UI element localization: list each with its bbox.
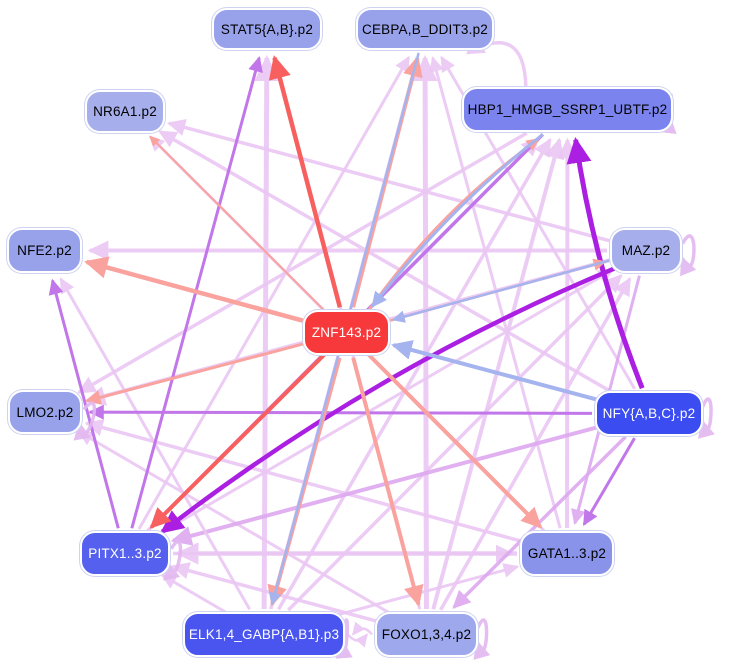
node-label-nfe2: NFE2.p2: [17, 243, 72, 258]
node-label-znf143: ZNF143.p2: [311, 325, 382, 340]
edge-elk-pitx: [160, 573, 226, 614]
edge-elk-hbp1: [277, 137, 552, 611]
node-lmo2[interactable]: LMO2.p2: [8, 390, 82, 434]
node-label-pitx: PITX1..3.p2: [88, 546, 162, 561]
edge-znf143-nfe2: [84, 256, 306, 324]
edge-znf143-gata: [367, 353, 543, 529]
node-nfy[interactable]: NFY{A,B,C}.p2: [595, 391, 703, 436]
edge-znf143-foxo: [351, 357, 424, 607]
edge-nfy-lmo2: [88, 404, 593, 420]
node-label-gata: GATA1..3.p2: [527, 546, 607, 561]
edge-hbp1-znf143: [371, 133, 544, 308]
edge-znf143-stat5: [268, 55, 343, 308]
self-loop-foxo: [473, 618, 491, 660]
node-cebpa[interactable]: CEBPA,B_DDIT3.p2: [356, 8, 494, 50]
self-loop-pitx: [163, 540, 183, 581]
node-label-stat5: STAT5{A,B}.p2: [220, 21, 314, 37]
node-stat5[interactable]: STAT5{A,B}.p2: [212, 8, 322, 50]
self-loop-elk: [335, 618, 353, 659]
node-label-nfy: NFY{A,B,C}.p2: [602, 406, 696, 421]
self-loop-maz: [680, 234, 697, 277]
edge-pitx-cebpa: [137, 55, 411, 530]
edge-hbp1-lmo2: [77, 131, 528, 394]
node-label-nr6a1: NR6A1.p2: [93, 104, 157, 119]
edge-znf143-nr6a1: [149, 135, 325, 311]
edge-foxo-cebpa: [412, 55, 438, 610]
edge-elk-stat5: [254, 54, 280, 610]
edge-nfy-nr6a1: [158, 130, 615, 395]
node-gata[interactable]: GATA1..3.p2: [520, 531, 614, 576]
edge-maz-znf143: [391, 259, 611, 323]
node-foxo[interactable]: FOXO1,3,4.p2: [375, 612, 478, 657]
self-loop-lmo2: [73, 401, 97, 441]
node-label-lmo2: LMO2.p2: [16, 404, 74, 420]
node-nr6a1[interactable]: NR6A1.p2: [85, 90, 165, 133]
node-label-hbp1: HBP1_HMGB_SSRP1_UBTF.p2: [467, 102, 668, 117]
edge-foxo-elk: [352, 621, 373, 636]
node-nfe2[interactable]: NFE2.p2: [7, 228, 82, 273]
edge-gata-cebpa: [429, 56, 562, 529]
edge-znf143-pitx: [149, 353, 326, 529]
node-label-cebpa: CEBPA,B_DDIT3.p2: [362, 21, 488, 37]
edge-nfy-gata: [582, 437, 636, 527]
node-elk[interactable]: ELK1,4_GABP{A,B1}.p3: [183, 612, 345, 657]
node-label-maz: MAZ.p2: [621, 243, 671, 258]
node-label-elk: ELK1,4_GABP{A,B1}.p3: [188, 627, 340, 642]
self-loop-nfy: [697, 397, 715, 439]
edge-znf143-lmo2: [85, 342, 305, 405]
node-maz[interactable]: MAZ.p2: [610, 228, 682, 273]
edge-pitx-maz: [156, 268, 614, 536]
node-pitx[interactable]: PITX1..3.p2: [80, 531, 170, 576]
node-znf143[interactable]: ZNF143.p2: [303, 310, 390, 355]
edge-elk-foxo: [347, 633, 368, 648]
edge-maz-pitx: [160, 265, 618, 534]
node-hbp1[interactable]: HBP1_HMGB_SSRP1_UBTF.p2: [462, 87, 673, 132]
node-label-foxo: FOXO1,3,4.p2: [381, 627, 472, 642]
edge-nfy-foxo: [452, 435, 627, 609]
edge-nfy-znf143: [391, 340, 601, 403]
